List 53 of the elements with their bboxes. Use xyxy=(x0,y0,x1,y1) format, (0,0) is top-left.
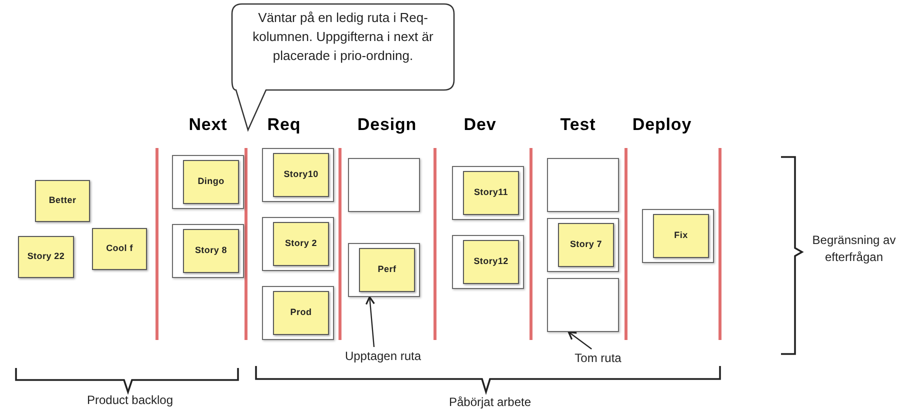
sticky-note xyxy=(463,240,519,284)
note-text: Cool f xyxy=(106,242,133,256)
sticky-note xyxy=(359,248,415,292)
empty-slot xyxy=(547,158,619,212)
empty-slot xyxy=(348,158,420,212)
bracket-label: Product backlog xyxy=(86,392,174,409)
note-text: Story11 xyxy=(474,186,508,200)
sticky-note xyxy=(18,236,74,278)
note-text: Dingo xyxy=(198,175,224,188)
sticky-note xyxy=(558,223,614,267)
note-text: Story 8 xyxy=(194,244,228,258)
note-text: Story12 xyxy=(474,255,508,268)
card-slot xyxy=(348,243,420,297)
column-heading: Test xyxy=(559,114,597,136)
note-text: Story 22 xyxy=(27,250,65,264)
note-text: Prod xyxy=(290,306,312,320)
note-text: Perf xyxy=(378,263,396,276)
annotation-text: Upptagen ruta xyxy=(344,348,422,365)
note-text: Better xyxy=(48,194,76,208)
sticky-note xyxy=(92,228,147,270)
card-slot xyxy=(172,224,244,278)
card-slot xyxy=(547,218,619,272)
column-heading: Dev xyxy=(462,114,498,136)
leader-arrow xyxy=(568,331,592,350)
sticky-note xyxy=(183,160,239,204)
column-heading: Req xyxy=(266,114,302,136)
card-slot xyxy=(642,209,714,263)
sticky-note xyxy=(463,171,519,215)
sticky-note xyxy=(653,214,709,258)
empty-slot xyxy=(547,278,619,332)
sticky-note xyxy=(273,153,329,197)
note-text: Story10 xyxy=(284,168,318,182)
note-text: Story 7 xyxy=(570,238,602,252)
card-slot xyxy=(262,286,334,340)
card-slot xyxy=(262,217,334,271)
bracket-label: Begränsning av efterfrågan xyxy=(811,232,897,266)
column-heading: Design xyxy=(356,114,418,136)
bracket-label: Påbörjat arbete xyxy=(448,394,532,411)
sticky-note xyxy=(183,229,239,273)
sticky-note xyxy=(273,291,329,335)
card-slot xyxy=(452,166,524,220)
note-text: Fix xyxy=(674,229,688,242)
column-heading: Next xyxy=(188,114,228,136)
card-slot xyxy=(452,235,524,289)
card-slot xyxy=(172,155,244,209)
leader-arrow xyxy=(365,296,375,348)
note-text: Story 2 xyxy=(284,237,318,250)
annotation-text: Tom ruta xyxy=(574,350,622,367)
card-slot xyxy=(262,148,334,202)
sticky-note xyxy=(273,222,329,266)
callout-text: Väntar på en ledig ruta i Req-kolumnen. Uppgifterna i next är placerade i prio-ordning. xyxy=(252,9,434,65)
sticky-note xyxy=(35,180,90,222)
column-heading: Deploy xyxy=(631,114,693,136)
